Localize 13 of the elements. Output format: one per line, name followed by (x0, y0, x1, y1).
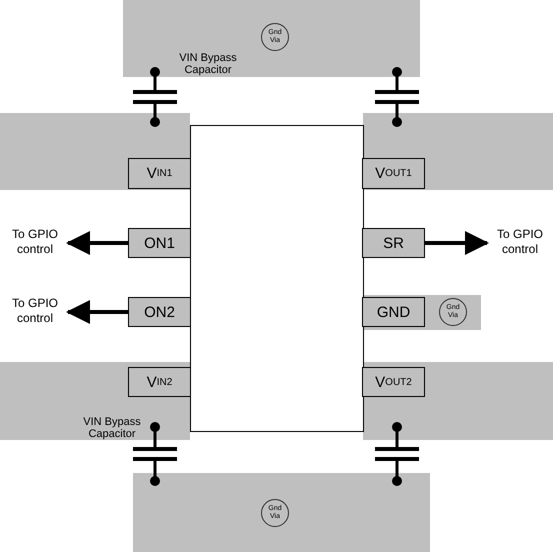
pin-pad: ON2 (128, 297, 191, 327)
ic-package (190, 125, 364, 432)
connection-label: To GPIO control (2, 222, 68, 262)
arrow (425, 231, 489, 255)
pin-pad: ON1 (128, 228, 191, 258)
connection-label: To GPIO control (487, 222, 553, 262)
pin-pad: GND (362, 297, 425, 327)
arrow (66, 300, 128, 324)
connection-label: To GPIO control (2, 291, 68, 331)
component-label: VIN Bypass Capacitor (178, 52, 238, 76)
pin-pad: SR (362, 228, 425, 258)
arrow (66, 231, 128, 255)
component-label: VIN Bypass Capacitor (82, 416, 142, 440)
